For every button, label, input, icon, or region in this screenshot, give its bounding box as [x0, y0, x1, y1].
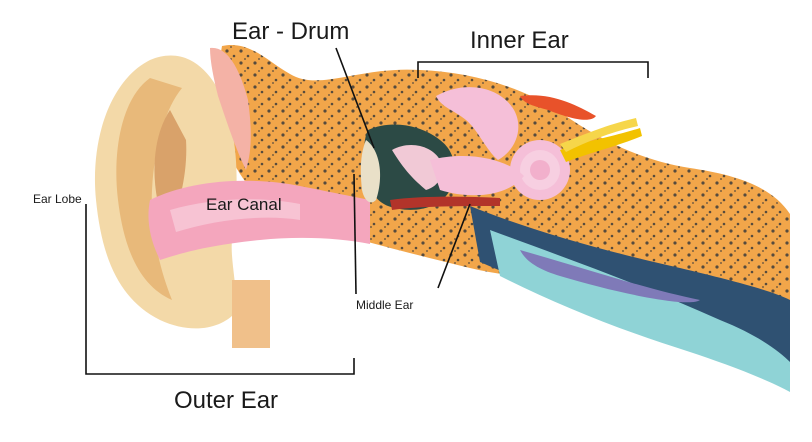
inner-ear-label: Inner Ear	[470, 27, 569, 54]
ear-drum-shape	[360, 140, 381, 203]
eustachian-tube	[470, 206, 790, 392]
leader-lines	[85, 47, 649, 375]
outer-ear-bracket	[85, 204, 355, 375]
middle-ear-leader-left	[353, 173, 357, 295]
ear-drum-label: Ear - Drum	[232, 18, 350, 45]
cochlea	[430, 87, 570, 200]
ear-drum-leader	[335, 47, 375, 149]
middle-ear-leader-right	[437, 203, 471, 289]
ear-canal-label: Ear Canal	[206, 195, 282, 214]
inner-ear-bracket	[417, 61, 649, 78]
ear-lobe-shape	[232, 280, 270, 348]
ossicles	[392, 145, 443, 190]
cartilage	[210, 47, 251, 170]
ear-lobe-label: Ear Lobe	[33, 192, 82, 206]
ear-canal-shape	[148, 180, 370, 260]
outer-ear-label: Outer Ear	[174, 387, 279, 414]
membrane-red	[390, 196, 500, 210]
red-tissue	[520, 95, 596, 120]
auditory-nerve	[560, 128, 642, 162]
middle-ear-label: Middle Ear	[356, 298, 414, 312]
auditory-nerve-branch	[560, 118, 638, 152]
